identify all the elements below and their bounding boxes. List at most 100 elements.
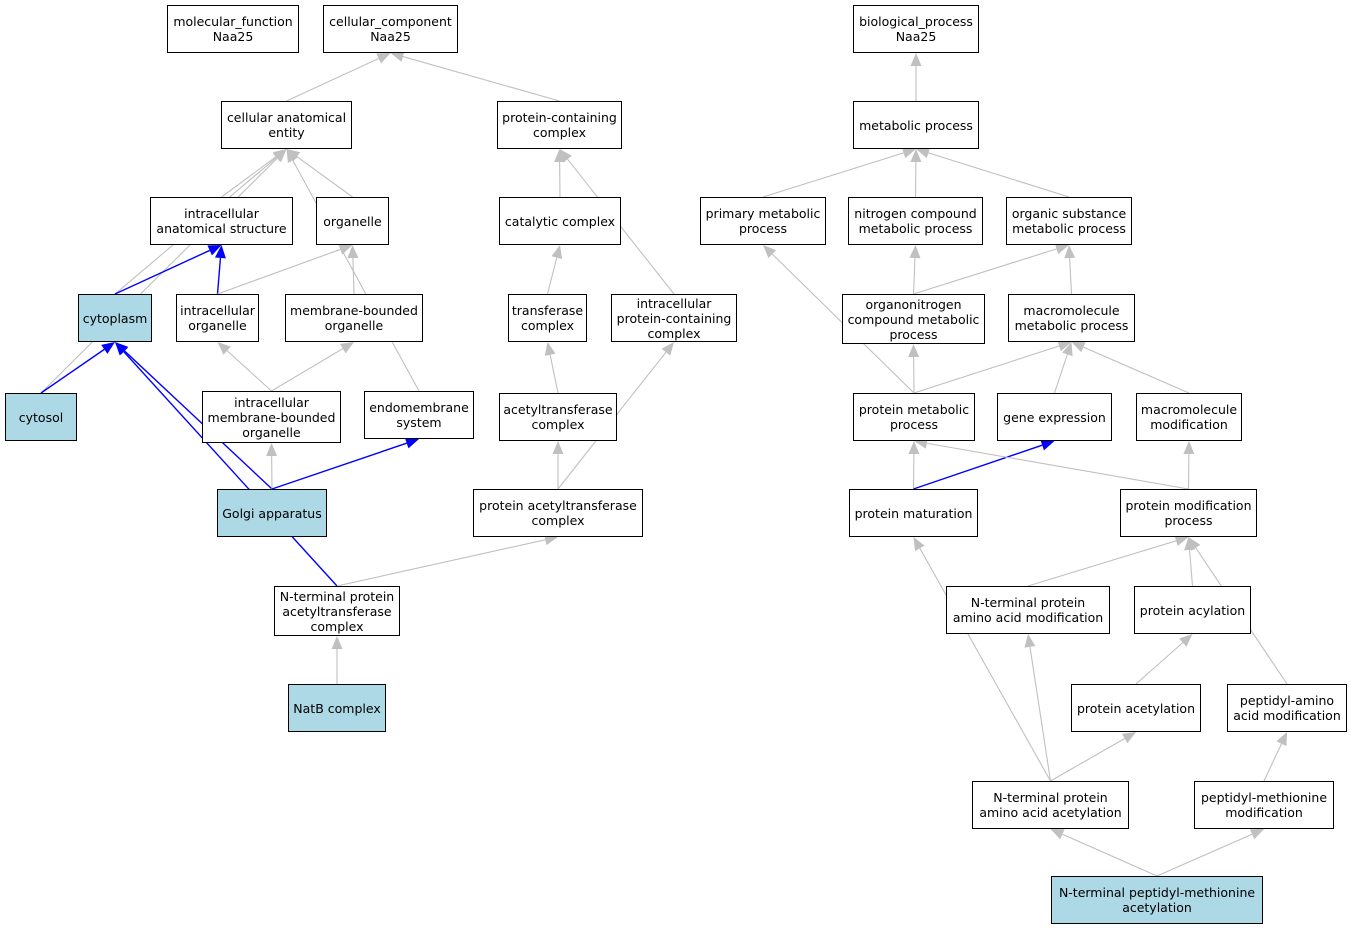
- go-term-node-protacyl[interactable]: protein acylation: [1134, 586, 1251, 634]
- go-term-label-line: N-terminal protein: [993, 790, 1108, 805]
- edge-trcx-to-catcx: [546, 257, 558, 295]
- edge-arrowhead: [1188, 537, 1201, 551]
- edge-arrowhead: [273, 149, 287, 163]
- go-term-label-line: acetyltransferase: [282, 603, 392, 619]
- go-term-node-metab[interactable]: metabolic process: [853, 101, 979, 149]
- go-term-label-line: endomembrane: [369, 400, 469, 415]
- edge-arrowhead: [1062, 342, 1073, 357]
- edge-arrowhead: [901, 147, 916, 159]
- go-term-label-line: organelle: [188, 318, 247, 333]
- edge-ntpaaa-to-protacet: [1050, 737, 1125, 782]
- edge-protacet-to-protacyl: [1135, 642, 1184, 685]
- go-term-label-line: organelle: [242, 424, 301, 440]
- go-term-label-line: metabolic process: [1014, 318, 1129, 333]
- edge-actcx-to-trcx: [549, 354, 559, 394]
- edge-arrowhead: [559, 149, 572, 163]
- edge-arrowhead: [916, 147, 931, 159]
- go-term-node-natb[interactable]: NatB complex: [288, 684, 386, 732]
- edge-arrowhead: [376, 53, 391, 64]
- go-term-node-golgi[interactable]: Golgi apparatus: [217, 489, 327, 537]
- go-term-node-organelle[interactable]: organelle: [316, 197, 389, 245]
- edge-arrowhead: [1071, 342, 1086, 353]
- go-term-label-line: protein acetyltransferase: [479, 498, 637, 513]
- go-term-label-line: modification: [1150, 417, 1228, 432]
- go-term-node-geneexp[interactable]: gene expression: [997, 393, 1112, 441]
- edge-protmod-to-protmet: [926, 442, 1189, 490]
- edge-arrowhead: [340, 342, 354, 354]
- edge-arrowhead: [763, 245, 777, 259]
- go-term-label-line: acetylation: [1122, 900, 1192, 915]
- edge-arrowhead: [266, 443, 278, 457]
- go-term-label-line: modification: [1225, 805, 1303, 820]
- go-term-label-line: complex: [521, 318, 574, 333]
- edge-orgsub-to-metab: [928, 152, 1070, 198]
- go-term-node-protacet[interactable]: protein acetylation: [1071, 684, 1201, 732]
- go-term-label-line: intracellular: [180, 303, 255, 318]
- go-term-label-line: acetyltransferase: [503, 402, 613, 417]
- edge-protacyl-to-protmod: [1189, 549, 1194, 587]
- go-term-label-line: Naa25: [212, 29, 254, 44]
- edge-arrowhead: [1024, 634, 1036, 648]
- go-term-label-line: organic substance: [1011, 206, 1127, 221]
- edge-arrowhead: [908, 441, 920, 455]
- edge-ntpatcx-to-cytoplasm: [123, 351, 338, 587]
- go-term-node-cytosol[interactable]: cytosol: [5, 393, 77, 441]
- edge-arrowhead: [338, 244, 353, 255]
- edge-arrowhead: [1179, 634, 1193, 647]
- go-term-node-cytoplasm[interactable]: cytoplasm: [78, 294, 152, 342]
- edge-arrowhead: [331, 636, 343, 649]
- go-term-label-line: process: [1164, 513, 1213, 528]
- go-term-label-line: N-terminal protein: [279, 588, 395, 604]
- go-term-label-line: anatomical structure: [156, 221, 287, 236]
- edge-arrowhead: [1174, 535, 1189, 547]
- edge-arrowhead: [115, 342, 128, 356]
- go-term-node-protmat[interactable]: protein maturation: [849, 489, 978, 537]
- edge-pepmet-to-pepaam: [1263, 743, 1282, 782]
- edge-macromod-to-macromet: [1083, 346, 1190, 394]
- edge-arrowhead: [1040, 439, 1055, 451]
- edge-imbo-to-io: [226, 350, 272, 392]
- go-term-label-line: process: [889, 417, 939, 432]
- edge-arrowhead: [1121, 732, 1136, 744]
- go-term-label-line: molecular_function: [173, 14, 293, 29]
- go-term-label-line: NatB complex: [293, 700, 381, 716]
- edge-arrowhead: [207, 245, 222, 256]
- go-term-label-line: protein acetylation: [1076, 700, 1195, 716]
- edge-orgnitro-to-nitro: [912, 257, 916, 295]
- go-term-node-catcx[interactable]: catalytic complex: [499, 197, 621, 245]
- go-term-label-line: amino acid modification: [952, 610, 1104, 625]
- edge-arrowhead: [551, 245, 563, 259]
- edge-arrowhead: [217, 342, 231, 355]
- edge-arrowhead: [1057, 340, 1072, 352]
- edge-endo-to-cae: [292, 160, 420, 392]
- edge-arrowhead: [214, 245, 226, 259]
